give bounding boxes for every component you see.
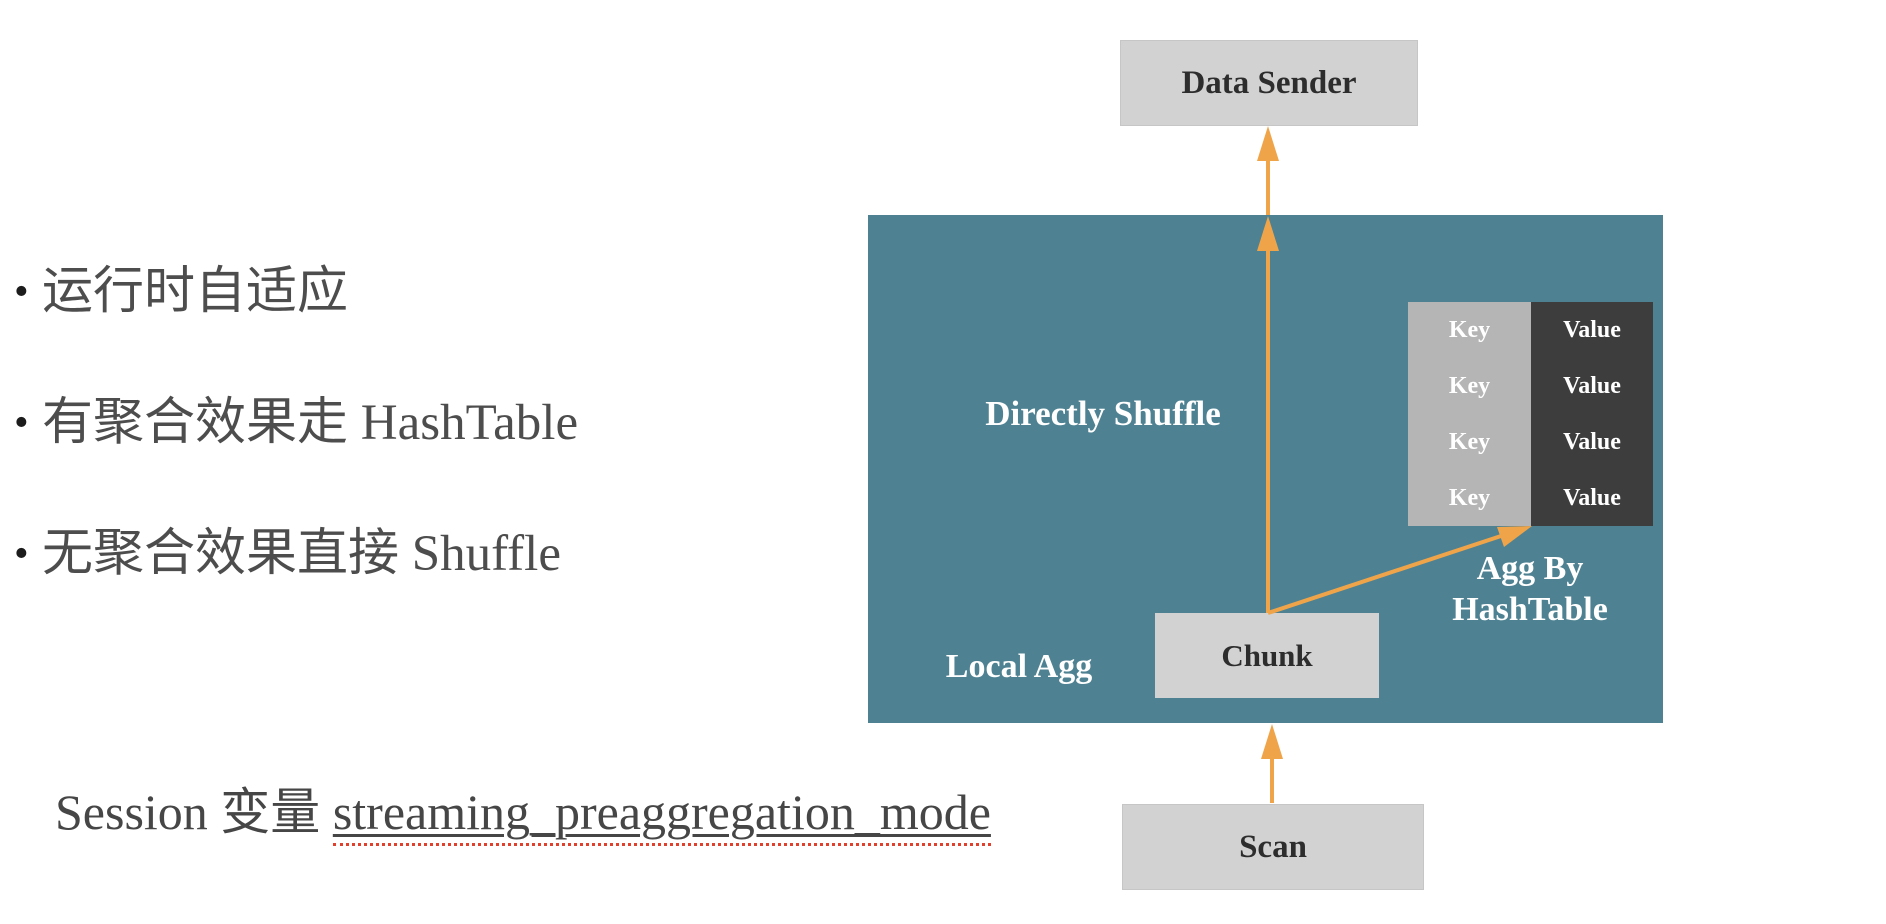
- agg-by-line1: Agg By: [1476, 550, 1584, 587]
- data-sender-box: Data Sender: [1120, 40, 1418, 126]
- session-variable-line: Session 变量 streaming_preaggregation_mode: [55, 780, 991, 846]
- agg-by-hashtable-label: Agg By HashTable: [1452, 548, 1608, 630]
- bullet-text: 运行时自适应: [42, 264, 349, 320]
- hash-table-value-cell: Value: [1563, 484, 1621, 511]
- data-sender-label: Data Sender: [1181, 64, 1357, 101]
- bullet-marker: •: [14, 269, 29, 315]
- hash-table-key-cell: Key: [1448, 316, 1491, 343]
- bullet-marker: •: [14, 531, 29, 577]
- hash-table-key-column: Key Key Key Key: [1408, 302, 1531, 526]
- arrow-up-icon: [1257, 126, 1279, 161]
- hash-table-key-cell: Key: [1448, 428, 1491, 455]
- session-variable-prefix: Session 变量: [55, 784, 333, 840]
- chunk-box: Chunk: [1155, 613, 1379, 698]
- directly-shuffle-label: Directly Shuffle: [985, 394, 1221, 433]
- hash-table-value-cell: Value: [1563, 316, 1621, 343]
- scan-label: Scan: [1239, 828, 1307, 865]
- hash-table-value-cell: Value: [1563, 372, 1621, 399]
- hash-table-key-cell: Key: [1448, 484, 1491, 511]
- bullet-text: 无聚合效果直接 Shuffle: [42, 526, 561, 582]
- hash-table-value-column: Value Value Value Value: [1531, 302, 1653, 526]
- agg-by-line2: HashTable: [1452, 591, 1608, 628]
- local-agg-label: Local Agg: [945, 648, 1093, 685]
- bullet-marker: •: [14, 400, 29, 446]
- bullet-item-agg-hashtable: • 有聚合效果走 HashTable: [14, 393, 578, 453]
- bullet-item-no-agg-shuffle: • 无聚合效果直接 Shuffle: [14, 524, 561, 584]
- bullet-text: 有聚合效果走 HashTable: [42, 395, 579, 451]
- hash-table-key-cell: Key: [1448, 372, 1491, 399]
- chunk-label: Chunk: [1221, 637, 1313, 673]
- scan-box: Scan: [1122, 804, 1424, 890]
- session-variable-name: streaming_preaggregation_mode: [332, 784, 991, 846]
- hash-table-value-cell: Value: [1563, 428, 1621, 455]
- hash-table: Key Key Key Key Value Value Value Value: [1408, 302, 1653, 526]
- bullet-item-runtime-adaptive: • 运行时自适应: [14, 262, 348, 322]
- arrow-up-icon: [1261, 724, 1283, 759]
